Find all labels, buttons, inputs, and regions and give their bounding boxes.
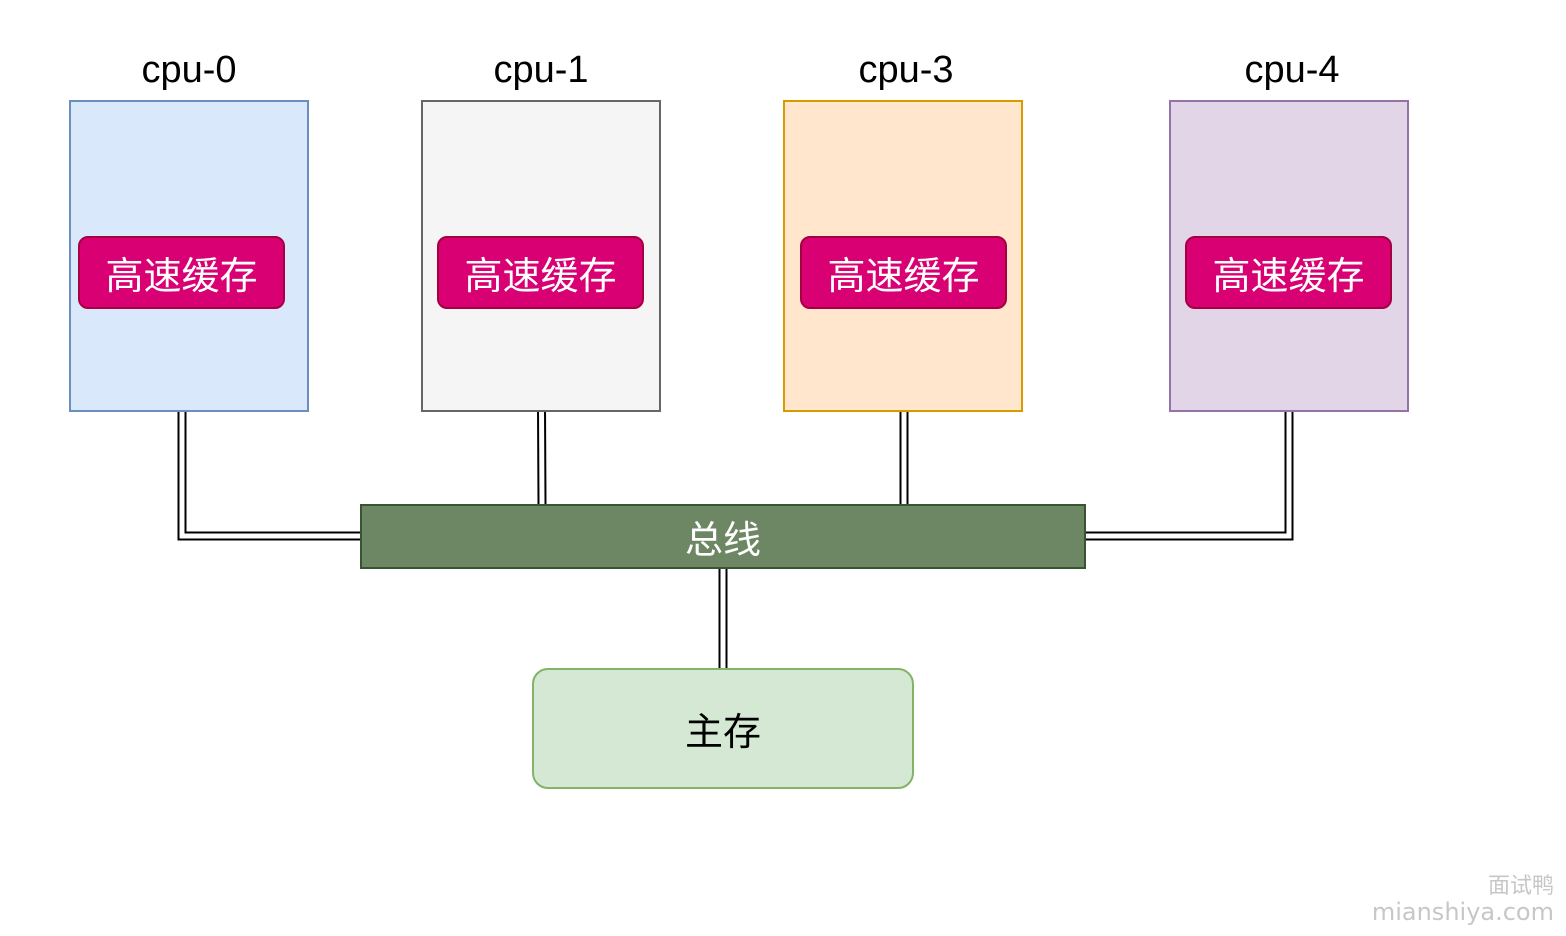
- main-memory-box: 主存: [532, 668, 914, 789]
- cpu-4-label: cpu-4: [1244, 49, 1340, 91]
- cpu-0-cache: 高速缓存: [78, 236, 285, 309]
- cpu-1-cache: 高速缓存: [437, 236, 644, 309]
- watermark-cn: 面试鸭: [1487, 874, 1554, 899]
- cpu-1-label: cpu-1: [493, 49, 589, 91]
- cpu-3-cache: 高速缓存: [800, 236, 1007, 309]
- bus-box: 总线: [360, 504, 1086, 569]
- watermark-en: mianshiya.com: [1371, 898, 1554, 926]
- cpu-4-cache: 高速缓存: [1185, 236, 1392, 309]
- cpu-0-label: cpu-0: [141, 49, 237, 91]
- cpu-3-label: cpu-3: [858, 49, 954, 91]
